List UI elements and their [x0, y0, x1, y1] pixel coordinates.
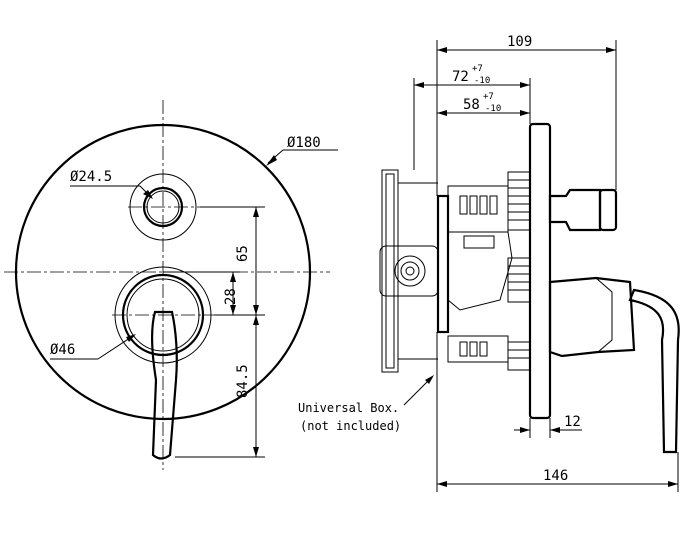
outlet-diameter-arrow [143, 190, 153, 199]
lower-cartridge [447, 335, 509, 363]
arrow-65-top [253, 207, 259, 217]
plate-diameter-label: Ø180 [287, 135, 321, 151]
arrow-72-left [414, 82, 424, 88]
lower-thread [507, 341, 531, 371]
arrow-28-top [230, 272, 236, 282]
dim-label-28: 28 [223, 288, 239, 305]
mounting-flange [436, 194, 450, 334]
dim-label-65: 65 [235, 245, 251, 262]
dim-tol-58-lower: -10 [485, 104, 501, 114]
box-frame-left-inner [385, 173, 395, 369]
handle-diameter-leader [97, 335, 134, 360]
dim-label-84: 84.5 [235, 364, 251, 398]
slot-7 [479, 341, 488, 357]
arrow-109-left [437, 47, 447, 53]
inlet-core [405, 266, 415, 276]
arrow-146-right [668, 481, 678, 487]
arrow-12-right [550, 427, 560, 433]
arrow-65-bottom [253, 305, 259, 315]
upper-thread [507, 171, 531, 231]
handle-hub-side [548, 276, 636, 358]
arrow-12-left [520, 427, 530, 433]
front-view: Ø180 Ø24.5 Ø46 65 28 84.5 [4, 100, 338, 470]
slot-5 [459, 341, 468, 357]
box-inlet-housing [379, 245, 439, 297]
dim-label-146: 146 [543, 468, 568, 484]
inlet-ring [394, 255, 426, 287]
dim-label-12: 12 [564, 414, 581, 430]
cover-plate [14, 123, 312, 421]
dim-tol-72-lower: -10 [474, 76, 490, 86]
inlet-port [400, 261, 420, 281]
arrow-84-top [253, 315, 259, 325]
middle-thread [507, 257, 531, 303]
handle-diameter-arrow [126, 334, 136, 342]
diverter-outer-ring [129, 173, 197, 241]
slot-6 [469, 341, 478, 357]
lever-side [628, 288, 680, 454]
handle-diameter-label: Ø46 [50, 342, 75, 358]
valve-window [463, 235, 495, 249]
dim-label-72: 72 [452, 69, 469, 85]
dim-label-109: 109 [507, 34, 532, 50]
arrow-58-right [520, 110, 530, 116]
slot-3 [479, 195, 488, 215]
plate-diameter-arrow [266, 155, 277, 166]
box-note-line1: Universal Box. [298, 401, 399, 415]
arrow-146-left [437, 481, 447, 487]
box-note-arrow [425, 375, 434, 384]
arrow-84-bottom [253, 447, 259, 457]
diverter-cap [598, 188, 618, 232]
cover-plate-edge [528, 122, 552, 420]
outlet-diameter-label: Ø24.5 [70, 169, 112, 185]
arrow-28-bottom [230, 305, 236, 315]
valve-body [447, 231, 513, 311]
slot-4 [489, 195, 498, 215]
diverter-side [548, 188, 602, 232]
box-frame-left [381, 169, 399, 373]
arrow-109-right [606, 47, 616, 53]
diverter-inner [146, 190, 180, 224]
upper-cartridge [447, 185, 509, 233]
side-view: 109 72 +7 -10 58 +7 -10 12 146 Universa [298, 34, 680, 492]
dim-tol-72-upper: +7 [472, 64, 483, 74]
dim-tol-58-upper: +7 [483, 92, 494, 102]
slot-2 [469, 195, 478, 215]
lever-handle [150, 310, 178, 460]
slot-1 [459, 195, 468, 215]
handle-hub-facet [595, 277, 613, 353]
arrow-58-left [437, 110, 447, 116]
diverter-knob [142, 186, 184, 228]
arrow-72-right [520, 82, 530, 88]
box-note-line2: (not included) [300, 419, 401, 433]
dim-label-58: 58 [463, 97, 480, 113]
